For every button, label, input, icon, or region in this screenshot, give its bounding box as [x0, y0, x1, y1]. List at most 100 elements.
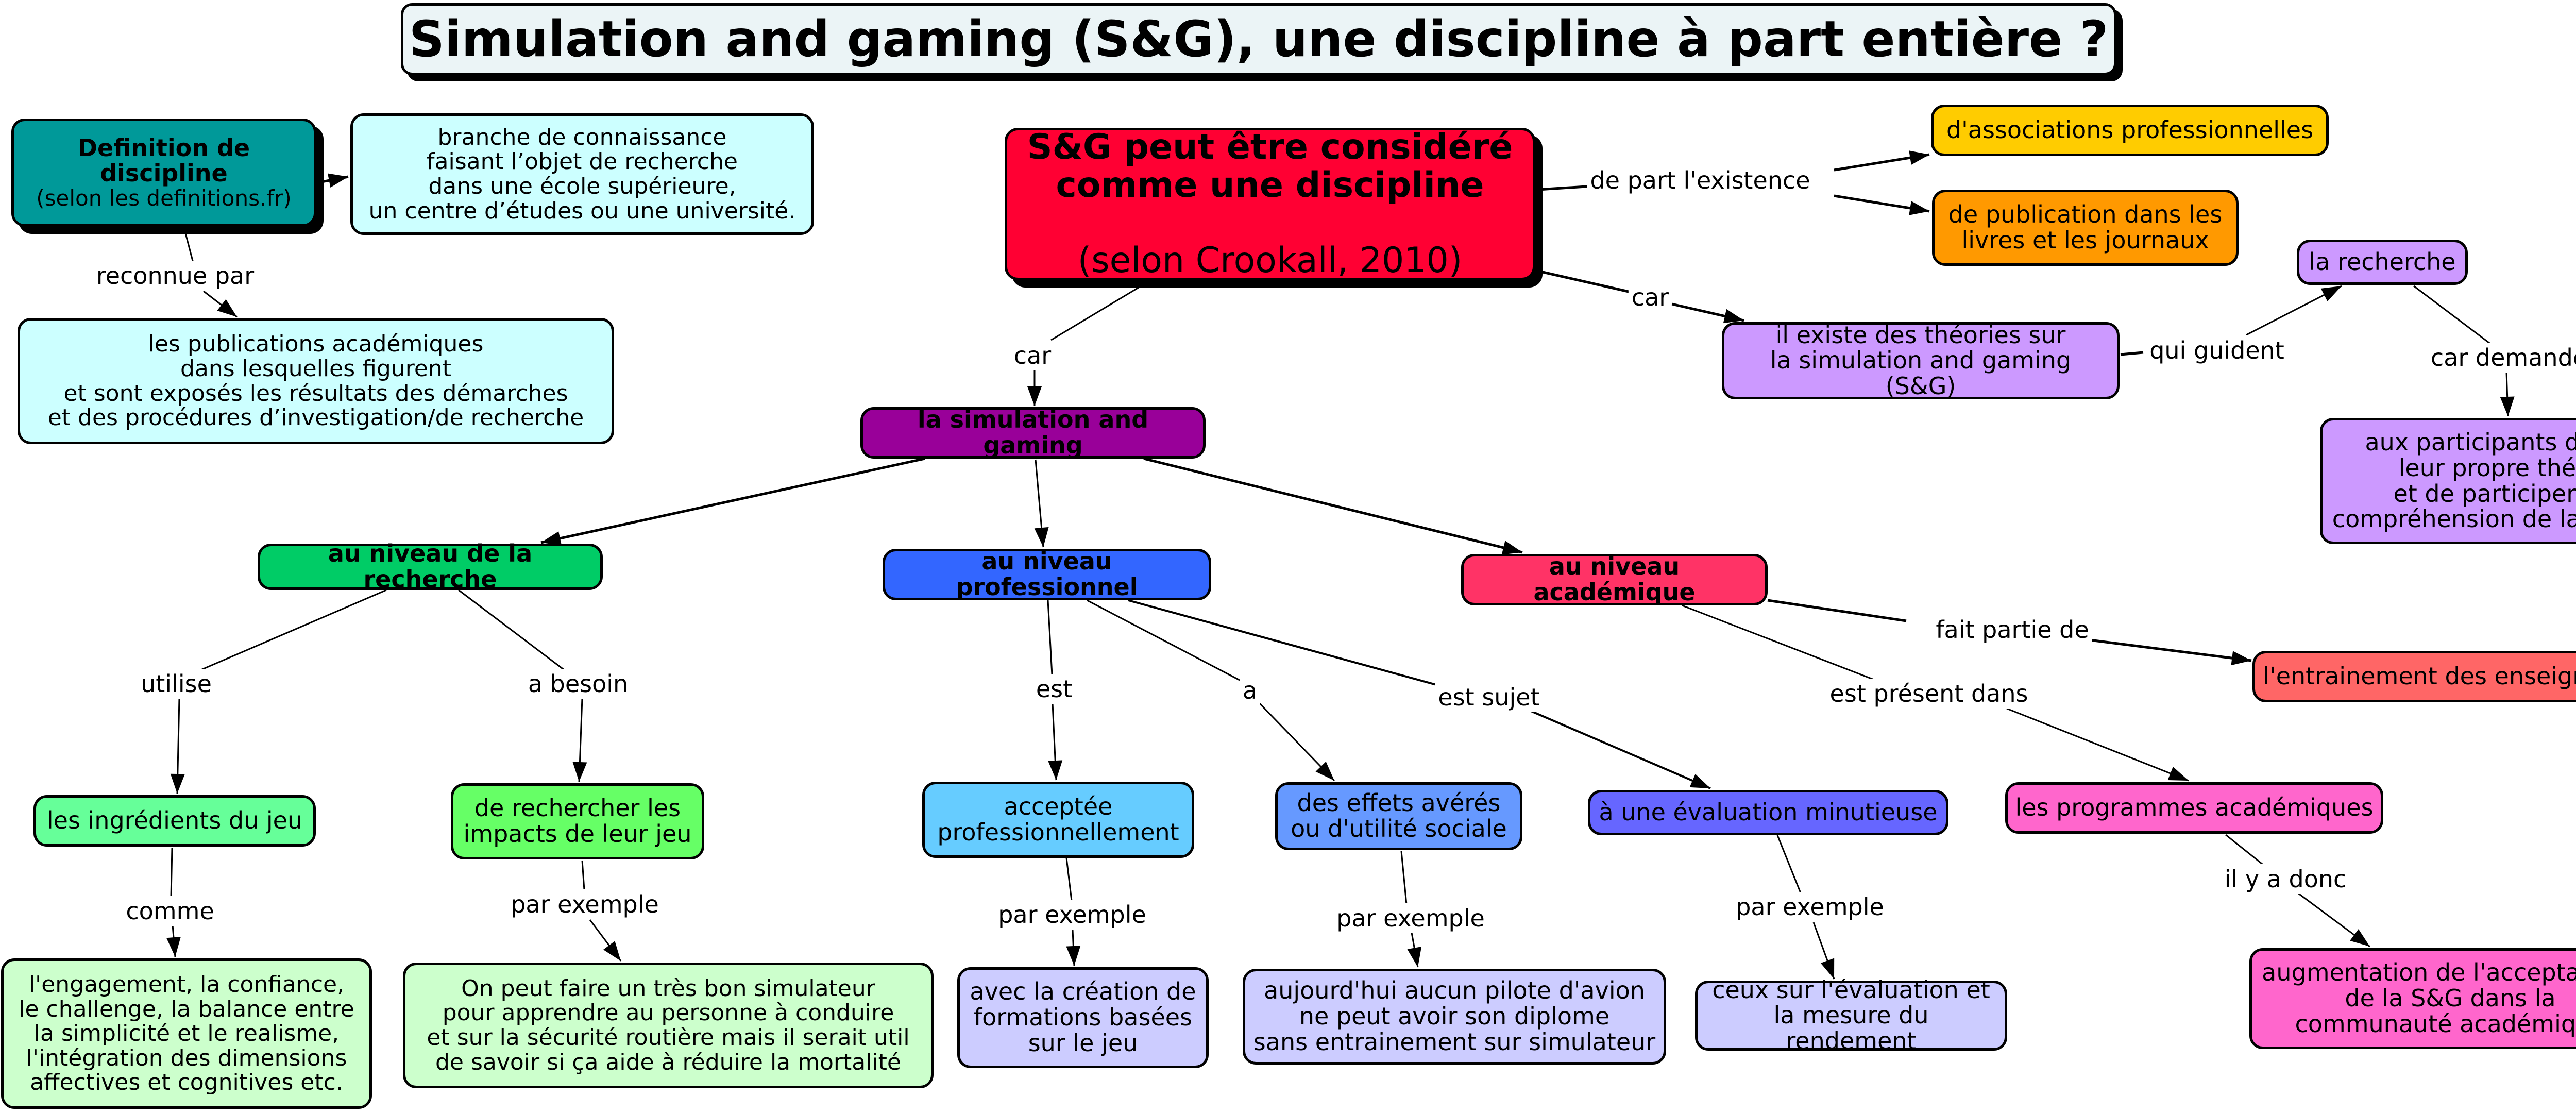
node-definition[interactable]: Definition de discipline (selon les defi…: [11, 119, 316, 227]
link-sim-academique-arrowhead: [1501, 541, 1522, 555]
link-qui-guident-recherche-arrowhead: [2320, 286, 2342, 301]
node-rechercher-impacts[interactable]: de rechercher les impacts de leur jeu: [451, 783, 704, 859]
link-label-a-besoin: a besoin: [524, 669, 632, 699]
node-la-recherche[interactable]: la recherche: [2297, 240, 2468, 285]
link-prof-est: [1047, 600, 1053, 676]
link-label-par-exemple-pilote: par exemple: [1333, 903, 1488, 933]
link-programmes-il-y-a-line: [2225, 834, 2265, 867]
link-label-fait-partie-de: fait partie de: [1933, 615, 2092, 645]
link-recherche-car-demande: [2413, 285, 2492, 345]
link-academique-fait-partie: [1767, 599, 1907, 622]
node-effets[interactable]: des effets avérés ou d'utilité sociale: [1275, 782, 1522, 850]
link-existence-associations-arrowhead: [1909, 150, 1929, 165]
node-publications[interactable]: les publications académiques dans lesque…: [18, 318, 614, 444]
link-label-il-y-a-donc: il y a donc: [2221, 864, 2350, 894]
link-label-car-simulation: car: [1010, 341, 1055, 370]
link-fait-partie-enseignants-arrowhead: [2231, 651, 2251, 666]
link-label-qui-guident: qui guident: [2146, 335, 2287, 365]
link-il-y-a-augmentation-arrowhead: [2350, 929, 2370, 947]
node-evaluation[interactable]: à une évaluation minutieuse: [1588, 790, 1948, 835]
link-label-car-theories: car: [1628, 282, 1672, 312]
link-par-exemple-formations: [1066, 930, 1081, 966]
node-rendement[interactable]: ceux sur l'évaluation et la mesure du re…: [1695, 977, 2007, 1054]
node-theories[interactable]: il existe des théories sur la simulation…: [1722, 322, 2120, 399]
link-existence-publication: [1834, 194, 1930, 215]
link-recherche-a-besoin-line: [458, 589, 565, 671]
link-definition-branche-arrowhead: [328, 173, 348, 188]
node-formations[interactable]: avec la création de formations basées su…: [957, 967, 1209, 1068]
node-programmes[interactable]: les programmes académiques: [2005, 782, 2383, 834]
link-definition-reconnue-line: [183, 229, 194, 263]
node-augmentation[interactable]: augmentation de l'acceptabilité de la S&…: [2249, 948, 2576, 1049]
link-prof-est-sujet-line: [1128, 599, 1448, 689]
link-par-exemple-conduite: [589, 919, 622, 962]
link-main-car: [1540, 270, 1634, 294]
link-a-effets-arrowhead: [1315, 761, 1334, 781]
link-sim-academique: [1143, 457, 1523, 555]
link-academique-present-line: [1682, 604, 1876, 681]
link-label-par-exemple-conduite: par exemple: [507, 889, 662, 919]
link-est-sujet-evaluation-line: [1524, 707, 1711, 789]
definition-title: Definition de discipline: [77, 133, 250, 188]
link-recherche-car-demande-line: [2413, 285, 2492, 345]
node-main[interactable]: S&G peut être considéré comme une discip…: [1005, 128, 1535, 280]
link-label-par-exemple-formations: par exemple: [995, 900, 1149, 930]
link-prof-est-line: [1047, 600, 1053, 676]
link-fait-partie-enseignants-line: [2081, 637, 2252, 662]
link-label-comme: comme: [123, 896, 217, 926]
link-main-car-sim-line: [1050, 285, 1142, 341]
link-sim-academique-line: [1143, 457, 1523, 554]
link-definition-reconnue: [183, 229, 194, 263]
node-branche[interactable]: branche de connaissance faisant l’objet …: [350, 113, 814, 235]
link-il-y-a-augmentation: [2297, 892, 2370, 948]
node-associations[interactable]: d'associations professionnelles: [1931, 105, 2329, 156]
definition-subtitle: (selon les definitions.fr): [36, 185, 292, 211]
link-recherche-utilise: [200, 589, 387, 671]
link-reconnue-publications-arrowhead: [217, 299, 237, 317]
link-par-exemple-conduite-arrowhead: [603, 941, 621, 961]
link-effets-par-exemple: [1400, 851, 1408, 905]
link-definition-branche: [316, 173, 349, 188]
link-prof-est-sujet: [1128, 599, 1448, 689]
link-label-par-exemple-rendement: par exemple: [1733, 892, 1887, 922]
link-reconnue-publications: [203, 290, 238, 318]
link-main-car-line: [1540, 270, 1634, 294]
link-sim-recherche-arrowhead: [541, 531, 562, 546]
link-car-sim: [1027, 370, 1042, 406]
node-niveau-recherche[interactable]: au niveau de la recherche: [258, 541, 603, 592]
node-enseignants[interactable]: l'entrainement des enseignants: [2252, 651, 2576, 702]
link-impacts-par-exemple: [581, 860, 585, 890]
link-a-besoin-impacts-arrowhead: [572, 762, 587, 782]
node-ingredients[interactable]: les ingrédients du jeu: [33, 795, 316, 847]
link-sim-recherche-line: [540, 457, 925, 544]
link-est-acceptee: [1048, 703, 1063, 781]
link-car-demande-participants-arrowhead: [2500, 396, 2515, 416]
link-est-acceptee-arrowhead: [1048, 760, 1063, 780]
link-existence-associations: [1834, 150, 1930, 172]
link-utilise-ingredients: [170, 698, 185, 794]
link-fait-partie-enseignants: [2081, 637, 2252, 666]
link-prof-a: [1087, 599, 1242, 682]
link-label-car-demande: car demande: [2427, 343, 2576, 373]
link-impacts-par-exemple-line: [581, 860, 585, 890]
node-niveau-academique[interactable]: au niveau académique: [1461, 553, 1768, 605]
node-simulation-gaming[interactable]: la simulation and gaming: [860, 407, 1206, 459]
node-simulateur-conduite[interactable]: On peut faire un très bon simulateur pou…: [403, 963, 934, 1088]
link-label-est-sujet: est sujet: [1435, 682, 1543, 712]
node-pilote[interactable]: aujourd'hui aucun pilote d'avion ne peut…: [1243, 969, 1666, 1065]
node-participants[interactable]: aux participants de faire leur propre th…: [2320, 418, 2576, 544]
link-theories-qui-guident: [2120, 351, 2144, 356]
link-main-car-sim: [1050, 285, 1142, 341]
node-niveau-professionnel[interactable]: au niveau professionnel: [883, 548, 1211, 600]
node-publication-livres[interactable]: de publication dans les livres et les jo…: [1932, 190, 2239, 266]
node-acceptee[interactable]: acceptée professionnellement: [922, 782, 1194, 858]
link-par-exemple-formations-arrowhead: [1066, 946, 1081, 966]
main-title: S&G peut être considéré comme une discip…: [1027, 127, 1513, 206]
link-comme-engagement-arrowhead: [166, 936, 181, 957]
link-car-theories: [1671, 302, 1744, 324]
link-a-effets: [1256, 700, 1335, 782]
node-engagement[interactable]: l'engagement, la confiance, le challenge…: [1, 958, 372, 1109]
link-sim-professionnel-arrowhead: [1034, 527, 1049, 547]
link-ingredients-comme-line: [170, 847, 173, 897]
